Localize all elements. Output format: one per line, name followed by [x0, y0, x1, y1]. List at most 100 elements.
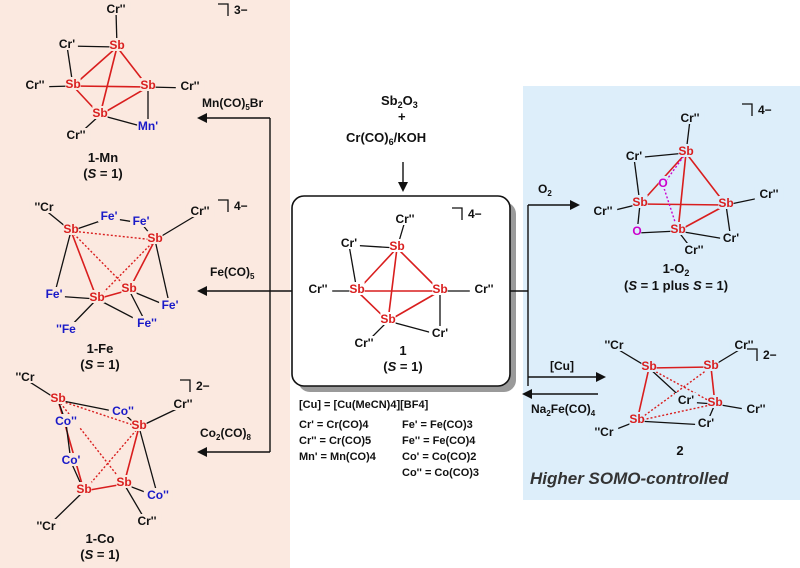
cr-pp-ligand: Cr''	[593, 204, 612, 218]
charge-1: 4−	[468, 207, 482, 221]
bond	[70, 230, 98, 300]
cr-pp-ligand: ''Cr	[604, 338, 623, 352]
bond	[387, 290, 441, 322]
co-p-ligand: Co'	[62, 453, 81, 467]
cr-pp-ligand: Cr''	[684, 243, 703, 257]
mn-p-ligand: Mn'	[138, 119, 158, 133]
sb-atom: Sb	[703, 358, 718, 372]
atom-backdrop	[159, 298, 181, 311]
bond	[639, 203, 727, 206]
sb-atom: Sb	[641, 359, 656, 373]
atom-backdrop	[675, 393, 697, 406]
atom-backdrop	[10, 370, 40, 383]
cr-pp-ligand: ''Cr	[34, 200, 53, 214]
oxygen-atom: O	[632, 224, 641, 238]
cr-pp-ligand: Cr''	[190, 204, 209, 218]
cr-pp-ligand: Cr''	[759, 187, 778, 201]
atom-backdrop	[108, 404, 138, 417]
spin-1-co: (S = 1)	[80, 547, 119, 562]
bond	[677, 204, 727, 232]
legend-mn-p: Mn' = Mn(CO)4	[299, 451, 377, 463]
legend-co-p: Co' = Co(CO)2	[402, 451, 476, 463]
atom-backdrop	[754, 187, 784, 200]
right-panel	[523, 86, 800, 500]
arrowheads	[197, 113, 606, 457]
fe-p-ligand: Fe'	[46, 287, 63, 301]
bond	[648, 367, 716, 405]
atom-backdrop	[63, 222, 79, 235]
atom-backdrop	[51, 414, 81, 427]
atom-backdrop	[43, 287, 65, 300]
bond	[636, 366, 712, 422]
sb-atom: Sb	[632, 195, 647, 209]
sb-atom: Sb	[116, 475, 131, 489]
atom-backdrop	[168, 397, 198, 410]
atom-backdrop	[469, 282, 499, 295]
atom-backdrop	[641, 359, 657, 372]
bond	[96, 239, 156, 300]
co-pp-ligand: Co''	[147, 488, 169, 502]
atom-backdrop	[60, 453, 82, 466]
label-1-o2: 1-O2	[663, 261, 690, 278]
bond	[154, 239, 171, 308]
fe-reagent-label: Fe(CO)5	[210, 265, 255, 281]
sb-atom: Sb	[718, 196, 733, 210]
sb-atom: Sb	[140, 78, 155, 92]
atom-backdrop	[741, 402, 771, 415]
charge-1-fe: 4−	[234, 199, 248, 213]
atom-backdrop	[389, 239, 405, 252]
cr-pp-ligand: Cr''	[25, 78, 44, 92]
atom-backdrop	[132, 514, 162, 527]
atom-backdrop	[658, 176, 668, 189]
cu-reagent-label: [Cu]	[550, 359, 574, 373]
atom-backdrop	[720, 231, 742, 244]
cr-p-ligand: Cr'	[698, 416, 714, 430]
cr-p-ligand: Cr'	[59, 37, 75, 51]
cr-pp-ligand: Cr''	[66, 128, 85, 142]
charge-1-o2: 4−	[758, 103, 772, 117]
sb-atom: Sb	[670, 222, 685, 236]
sb-atom: Sb	[147, 231, 162, 245]
atom-backdrop	[101, 2, 131, 15]
atom-backdrop	[140, 78, 156, 91]
sb-atom: Sb	[678, 144, 693, 158]
sb-atom: Sb	[629, 412, 644, 426]
bond	[53, 230, 72, 297]
atom-backdrop	[338, 236, 360, 249]
bond	[138, 426, 159, 498]
atom-backdrop	[675, 111, 705, 124]
atom-backdrop	[679, 243, 709, 256]
cr-pp-ligand: Cr''	[746, 402, 765, 416]
legend-fe-pp: Fe'' = Fe(CO)4	[402, 435, 476, 447]
atom-backdrop	[380, 312, 396, 325]
spin-1-o2: (S = 1 plus S = 1)	[624, 278, 728, 293]
legend-co-pp: Co'' = Co(CO)3	[402, 467, 479, 479]
cr-pp-ligand: Cr''	[680, 111, 699, 125]
plus-label: +	[398, 109, 406, 124]
atom-backdrop	[729, 338, 759, 351]
cr-pp-ligand: ''Cr	[594, 425, 613, 439]
sb-atom: Sb	[349, 282, 364, 296]
atom-backdrop	[629, 412, 645, 425]
cr-pp-ligand: Cr''	[106, 2, 125, 16]
cr-pp-ligand: Cr''	[395, 212, 414, 226]
atom-backdrop	[29, 200, 59, 213]
bond	[677, 152, 687, 232]
cr-koh-label: Cr(CO)6/KOH	[346, 130, 426, 147]
legend: [Cu] = [Cu(MeCN)4][BF4] Cr' = Cr(CO)4 Cr…	[299, 399, 479, 479]
sb-atom: Sb	[109, 38, 124, 52]
bond	[99, 86, 149, 116]
label-2: 2	[676, 443, 683, 458]
atom-backdrop	[303, 282, 333, 295]
fe-p-ligand: Fe'	[133, 214, 150, 228]
cr-pp-ligand: Cr''	[308, 282, 327, 296]
bond	[72, 85, 149, 88]
atom-backdrop	[429, 326, 451, 339]
charge-brackets	[180, 3, 758, 392]
atom-backdrop	[116, 475, 132, 488]
atom-backdrop	[632, 195, 648, 208]
sb-atom: Sb	[92, 106, 107, 120]
cr-pp-ligand: Cr''	[173, 397, 192, 411]
atom-backdrop	[65, 77, 81, 90]
